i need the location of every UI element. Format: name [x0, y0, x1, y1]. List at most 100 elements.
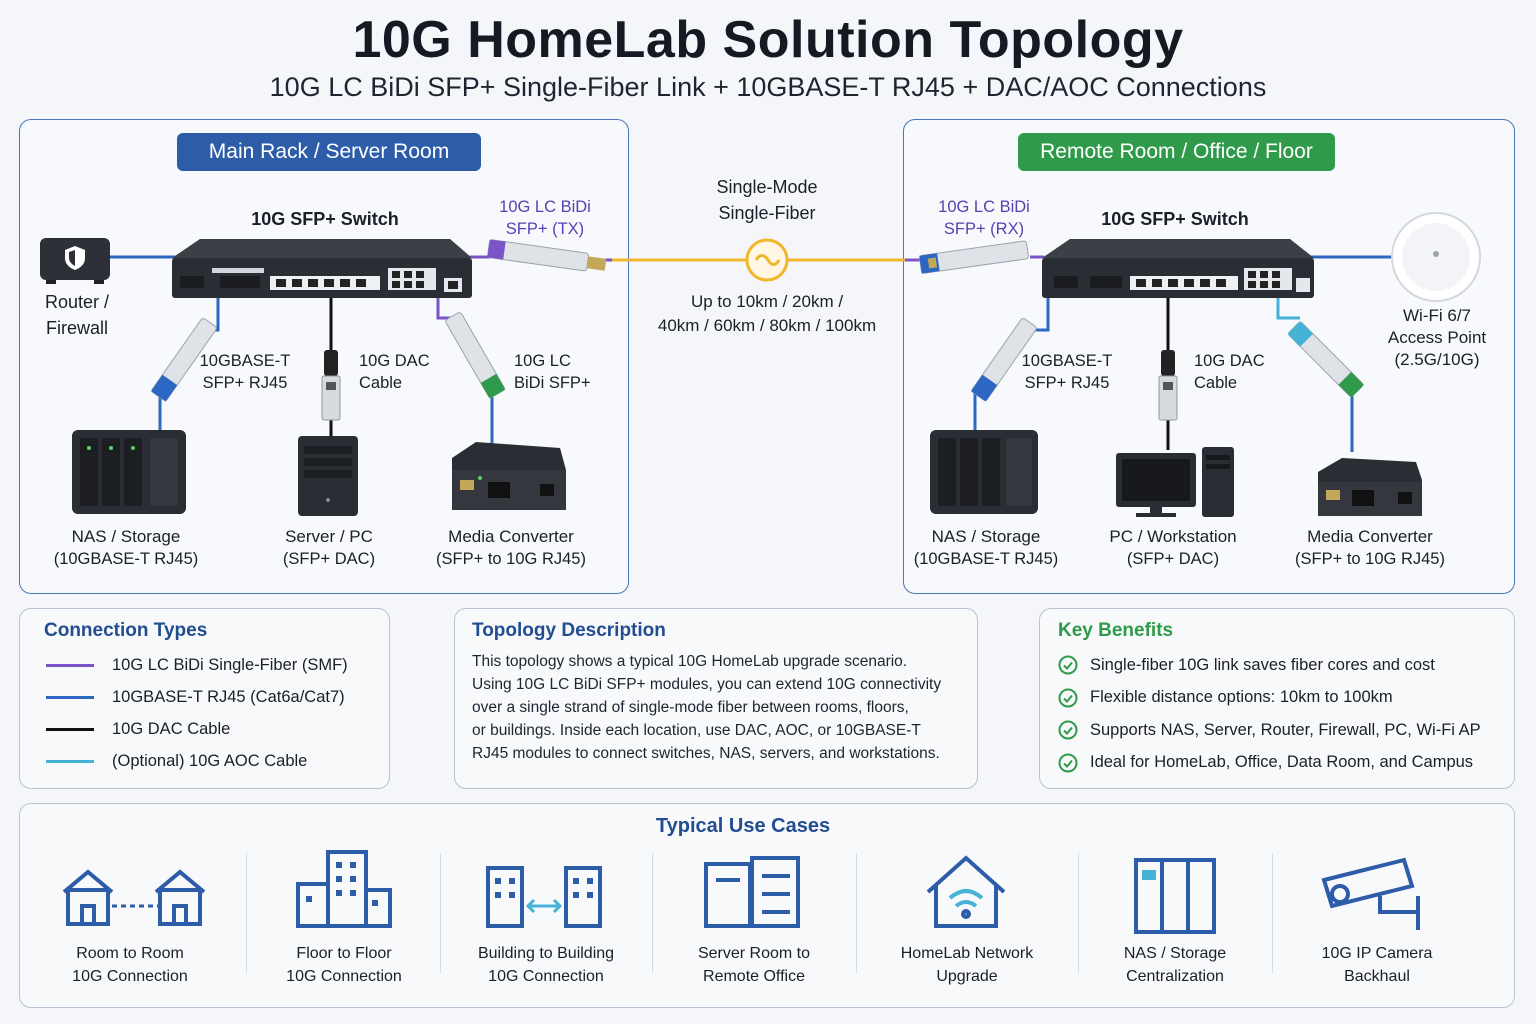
sfp-rx-label: 10G LC BiDi SFP+ (RX) — [924, 196, 1044, 240]
pc-remote-detail: (SFP+ DAC) — [1126, 550, 1220, 568]
legend-line-rj45 — [46, 695, 94, 699]
converter-main-name: Media Converter — [448, 527, 574, 546]
nas-main-name: NAS / Storage — [71, 527, 181, 546]
benefit-text: Single-fiber 10G link saves fiber cores … — [1090, 655, 1435, 674]
legend-row: (Optional) 10G AOC Cable — [46, 745, 376, 777]
remote-switch-icon — [1042, 239, 1314, 298]
sfp-tx-line2: SFP+ (TX) — [505, 220, 585, 238]
converter-remote-label: Media Converter (SFP+ to 10G RJ45) — [1284, 526, 1456, 570]
server-rack-icon — [704, 856, 800, 928]
nas-remote-detail: (10GBASE-T RJ45) — [913, 550, 1059, 568]
page-subtitle: 10G LC BiDi SFP+ Single-Fiber Link + 10G… — [269, 72, 1267, 102]
converter-remote-detail: (SFP+ to 10G RJ45) — [1295, 550, 1445, 568]
sfp-tx-line1: 10G LC BiDi — [499, 198, 591, 216]
benefit-text: Ideal for HomeLab, Office, Data Room, an… — [1090, 753, 1474, 772]
legend-label: 10GBASE-T RJ45 (Cat6a/Cat7) — [112, 687, 345, 706]
media-converter-remote-icon — [1318, 458, 1422, 516]
description-line: Using 10G LC BiDi SFP+ modules, you can … — [472, 676, 942, 693]
use-case-line1: NAS / Storage — [1123, 945, 1227, 962]
legend-line-fiber — [46, 663, 94, 667]
wifi-home-icon — [926, 855, 1006, 928]
benefit-item: Flexible distance options: 10km to 100km — [1058, 682, 1508, 715]
use-case-divider — [652, 853, 653, 973]
access-point-label: Wi-Fi 6/7 Access Point (2.5G/10G) — [1370, 305, 1504, 371]
use-case-line2: Centralization — [1126, 968, 1224, 985]
remote-room-badge: Remote Room / Office / Floor — [1018, 133, 1335, 171]
nas-storage-remote-icon — [930, 430, 1038, 514]
sfp-rj45-module-remote-icon — [970, 318, 1037, 402]
use-case-line1: 10G IP Camera — [1321, 945, 1433, 962]
sfp-rx-module-icon — [919, 240, 1029, 274]
topology-description-panel — [454, 608, 978, 789]
use-case-line2: 10G Connection — [488, 968, 604, 985]
check-circle-icon — [1058, 753, 1078, 773]
converter-remote-name: Media Converter — [1307, 527, 1433, 546]
dac-plug-remote-icon — [1158, 350, 1178, 421]
use-case-divider — [440, 853, 441, 973]
use-case-homelab-upgrade: HomeLab Network Upgrade — [856, 942, 1078, 988]
router-firewall-icon — [40, 238, 110, 284]
houses-icon — [62, 869, 206, 926]
nas-main-detail: (10GBASE-T RJ45) — [53, 550, 199, 568]
sfp-tx-module-icon — [487, 239, 607, 272]
use-case-line1: Floor to Floor — [296, 945, 392, 962]
server-main-label: Server / PC (SFP+ DAC) — [259, 526, 399, 570]
legend-label: 10G DAC Cable — [112, 719, 231, 738]
sfp-rj45-module-main-icon — [150, 318, 217, 402]
conn-rj45-main-line1: 10GBASE-T — [199, 352, 291, 370]
ap-line1: Wi-Fi 6/7 — [1403, 306, 1471, 325]
check-circle-icon — [1058, 720, 1078, 740]
ap-line3: (2.5G/10G) — [1394, 350, 1480, 369]
use-case-line1: Server Room to — [697, 945, 811, 962]
conn-rj45-remote-label: 10GBASE-T SFP+ RJ45 — [1012, 350, 1122, 394]
link-line1: Single-Mode — [716, 177, 818, 197]
use-case-line1: Building to Building — [477, 945, 615, 962]
use-case-building-to-building: Building to Building 10G Connection — [440, 942, 652, 988]
link-line2: Single-Fiber — [718, 203, 816, 223]
router-label-line2: Firewall — [45, 318, 108, 338]
topology-description-title: Topology Description — [472, 620, 666, 641]
conn-rj45-main-label: 10GBASE-T SFP+ RJ45 — [190, 350, 300, 394]
server-pc-main-icon — [298, 436, 358, 516]
conn-rj45-main-line2: SFP+ RJ45 — [202, 374, 288, 392]
sfp-rx-line2: SFP+ (RX) — [943, 220, 1025, 238]
distance-line2: 40km / 60km / 80km / 100km — [657, 316, 877, 335]
use-case-divider — [1078, 853, 1079, 973]
use-case-divider — [1272, 853, 1273, 973]
security-camera-icon — [1321, 857, 1420, 930]
converter-main-label: Media Converter (SFP+ to 10G RJ45) — [426, 526, 596, 570]
connection-types-title: Connection Types — [44, 620, 208, 641]
sfp-aoc-module-remote-icon — [1287, 321, 1364, 398]
connection-types-panel — [19, 608, 390, 789]
use-cases-panel — [19, 803, 1515, 1008]
description-line: RJ45 modules to connect switches, NAS, s… — [472, 745, 940, 762]
use-case-icons — [62, 850, 1420, 934]
check-circle-icon — [1058, 688, 1078, 708]
topology-diagram — [40, 212, 1481, 517]
pc-remote-label: PC / Workstation (SFP+ DAC) — [1088, 526, 1258, 570]
use-case-line1: HomeLab Network — [900, 945, 1034, 962]
use-cases-title: Typical Use Cases — [655, 815, 831, 837]
main-rack-badge: Main Rack / Server Room — [177, 133, 481, 171]
connection-types-list: 10G LC BiDi Single-Fiber (SMF) 10GBASE-T… — [46, 649, 376, 777]
conn-dac-remote-label: 10G DAC Cable — [1194, 350, 1284, 394]
router-label-line1: Router / — [44, 292, 110, 312]
legend-line-dac — [46, 727, 94, 731]
pc-remote-name: PC / Workstation — [1109, 527, 1237, 546]
main-switch-icon — [172, 239, 472, 298]
use-case-server-room: Server Room to Remote Office — [652, 942, 856, 988]
legend-row: 10GBASE-T RJ45 (Cat6a/Cat7) — [46, 681, 376, 713]
nas-remote-name: NAS / Storage — [931, 527, 1041, 546]
conn-dac-remote-line1: 10G DAC — [1194, 352, 1265, 370]
bidi-line-main — [436, 296, 456, 320]
router-firewall-label: Router / Firewall — [22, 289, 132, 341]
converter-main-detail: (SFP+ to 10G RJ45) — [436, 550, 586, 568]
distance-line1: Up to 10km / 20km / — [690, 292, 844, 311]
conn-dac-main-line2: Cable — [359, 374, 403, 392]
key-benefits-panel — [1039, 608, 1515, 789]
page-title: 10G HomeLab Solution Topology — [352, 11, 1184, 69]
legend-label: 10G LC BiDi Single-Fiber (SMF) — [112, 655, 348, 674]
legend-row: 10G LC BiDi Single-Fiber (SMF) — [46, 649, 376, 681]
check-circle-icon — [1058, 655, 1078, 675]
fiber-coil-icon — [745, 238, 789, 282]
